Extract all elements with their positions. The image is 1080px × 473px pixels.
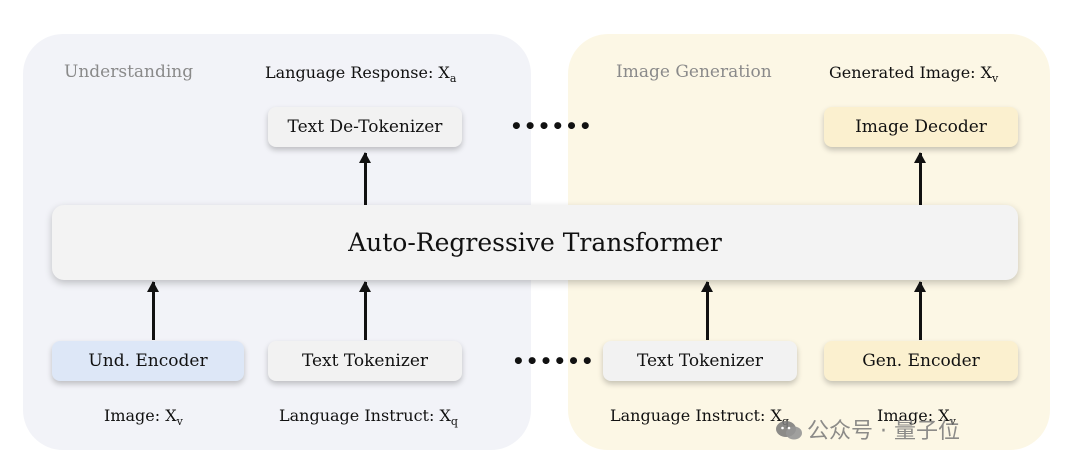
- image-generation-title: Image Generation: [616, 62, 772, 82]
- watermark-text: 公众号 · 量子位: [807, 419, 960, 444]
- image-decoder-box: Image Decoder: [824, 107, 1018, 147]
- auto-regressive-transformer-box: Auto-Regressive Transformer: [52, 205, 1018, 280]
- gen-encoder-box: Gen. Encoder: [824, 341, 1018, 381]
- arrow-from-gen-encoder: [914, 281, 926, 340]
- arrow-to-image-decoder: [914, 152, 926, 205]
- ellipsis-top: ••••••: [510, 114, 593, 138]
- watermark: 公众号 · 量子位: [775, 413, 960, 445]
- und-encoder-box: Und. Encoder: [52, 341, 244, 381]
- arrow-to-detokenizer: [359, 152, 371, 205]
- wechat-icon: [776, 421, 802, 440]
- generated-image-label: Generated Image: Xv: [829, 63, 999, 85]
- language-instruct-label-right: Language Instruct: Xq: [610, 406, 789, 428]
- text-detokenizer-box: Text De-Tokenizer: [268, 107, 462, 147]
- text-tokenizer-right-box: Text Tokenizer: [603, 341, 797, 381]
- arrow-from-und-encoder: [147, 281, 159, 340]
- language-response-label: Language Response: Xa: [265, 63, 457, 85]
- text-tokenizer-left-box: Text Tokenizer: [268, 341, 462, 381]
- language-instruct-label-left: Language Instruct: Xq: [279, 406, 458, 428]
- understanding-title: Understanding: [64, 62, 194, 82]
- arrow-from-text-tokenizer-right: [701, 281, 713, 340]
- image-input-label-left: Image: Xv: [104, 406, 183, 428]
- arrow-from-text-tokenizer-left: [359, 281, 371, 340]
- image-input-label-right: Image: Xv: [877, 406, 956, 428]
- ellipsis-bottom: ••••••: [512, 349, 595, 373]
